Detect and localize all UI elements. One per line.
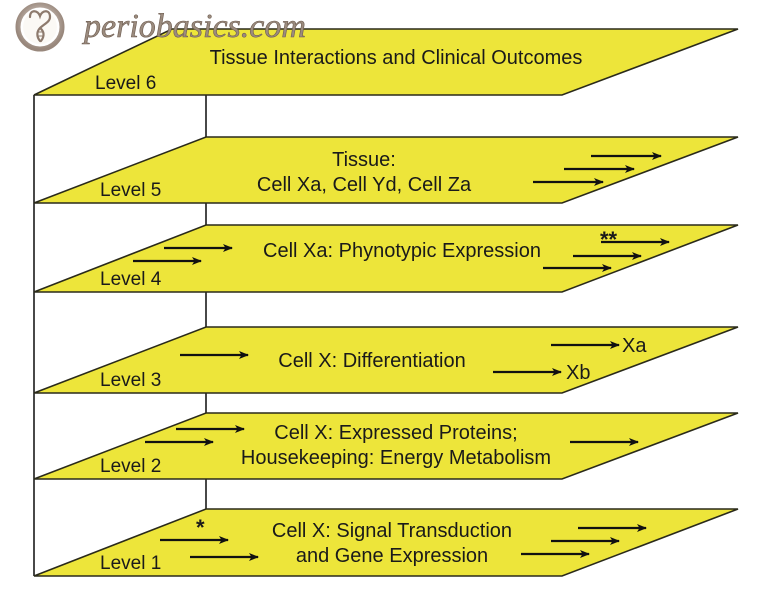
level-6-label: Level 6 — [95, 73, 156, 94]
level-4-plane: Level 4 Cell Xa: Phynotypic Expression *… — [33, 224, 739, 293]
level-6-text: Tissue Interactions and Clinical Outcome… — [210, 47, 583, 69]
level-1-label: Level 1 — [100, 553, 161, 574]
tooth-dna-logo-icon — [15, 2, 65, 52]
level-1-plane: Level 1 * Cell X: Signal Transduction an… — [33, 508, 739, 577]
logo-text: periobasics.com — [82, 8, 306, 45]
level-2-text-line-2: Housekeeping: Energy Metabolism — [241, 447, 551, 469]
level-2-label: Level 2 — [100, 456, 161, 477]
branch-xa-label: Xa — [622, 335, 647, 357]
level-5-plane: Level 5 Tissue: Cell Xa, Cell Yd, Cell Z… — [33, 136, 739, 204]
level-4-label: Level 4 — [100, 269, 162, 290]
level-4-text: Cell Xa: Phynotypic Expression — [263, 240, 541, 262]
level-2-text-line-1: Cell X: Expressed Proteins; — [274, 422, 517, 444]
level-6-plane: Level 6 Tissue Interactions and Clinical… — [33, 28, 739, 96]
level-1-text-line-1: Cell X: Signal Transduction — [272, 520, 512, 542]
level-3-text: Cell X: Differentiation — [278, 350, 466, 372]
level-2-plane: Level 2 Cell X: Expressed Proteins; Hous… — [33, 412, 739, 480]
double-asterisk-marker: ** — [600, 227, 618, 252]
level-5-label: Level 5 — [100, 180, 161, 201]
level-3-plane: Level 3 Cell X: Differentiation Xa Xb — [33, 326, 739, 394]
level-1-text-line-2: and Gene Expression — [296, 545, 488, 567]
level-3-label: Level 3 — [100, 370, 161, 391]
branch-xb-label: Xb — [566, 362, 590, 384]
asterisk-marker: * — [196, 515, 205, 540]
level-5-text-line-2: Cell Xa, Cell Yd, Cell Za — [257, 174, 472, 196]
level-5-text-line-1: Tissue: — [332, 149, 396, 171]
site-logo: periobasics.com — [15, 2, 306, 52]
